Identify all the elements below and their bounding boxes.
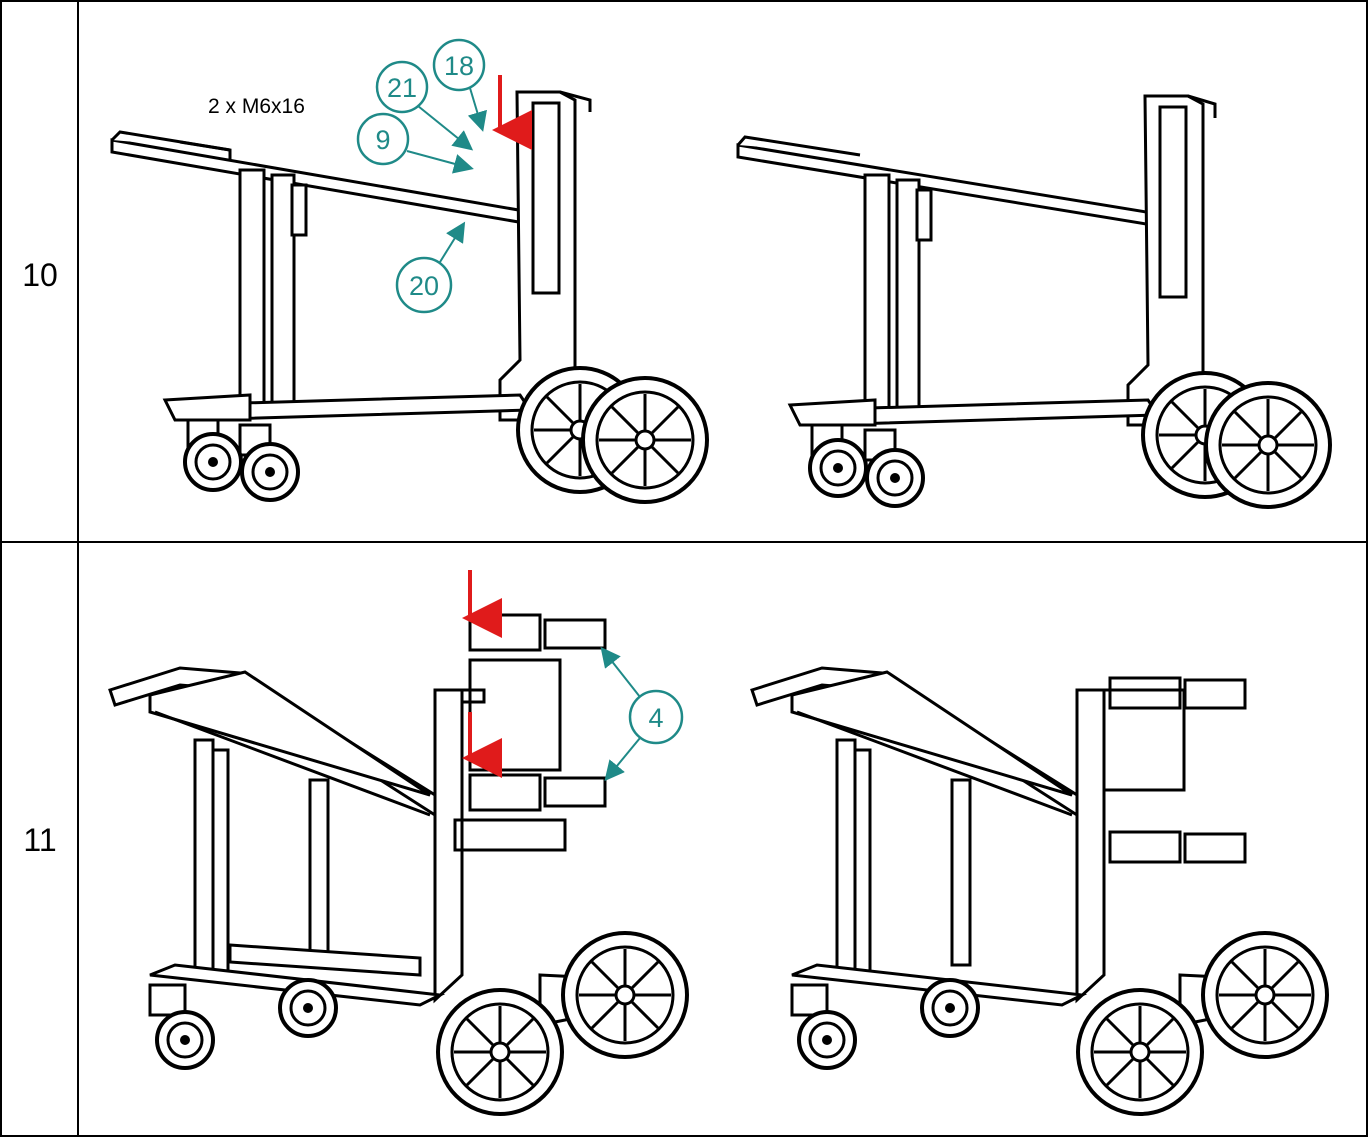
step11-left-rear-wheel-back (561, 931, 689, 1059)
step11-right-caster-2 (920, 978, 980, 1038)
svg-text:21: 21 (387, 73, 417, 103)
step10-left-caster-2 (240, 442, 300, 502)
step-number-10: 10 (22, 257, 58, 293)
step10-left-caster-1 (183, 432, 243, 492)
step10-left-rear-wheel-front (581, 376, 709, 504)
step10-right-rear-wheel-front (1204, 381, 1332, 509)
step11-left-rear-wheel-front (436, 988, 564, 1116)
step10-callout-9: 9 (356, 112, 474, 174)
step11-left-caster-2 (278, 978, 338, 1038)
step11-before-cart-drawing (108, 613, 642, 1027)
step10-callout-21: 21 (375, 60, 474, 151)
step-number-11: 11 (23, 822, 57, 858)
svg-text:20: 20 (409, 271, 439, 301)
svg-text:4: 4 (648, 703, 663, 733)
step10-callout-20: 20 (395, 221, 466, 314)
svg-text:18: 18 (444, 51, 474, 81)
step11-after-cart-drawing (750, 666, 1282, 1027)
step11-right-rear-wheel-back (1201, 931, 1329, 1059)
step10-right-caster-1 (808, 438, 868, 498)
step11-right-caster-1 (797, 1010, 857, 1070)
step10-right-caster-2 (865, 448, 925, 508)
svg-text:9: 9 (375, 125, 390, 155)
step11-right-rear-wheel-front (1076, 988, 1204, 1116)
step10-fastener-label: 2 x M6x16 (208, 95, 305, 118)
step11-left-caster-1 (155, 1010, 215, 1070)
step10-callout-18: 18 (432, 38, 487, 132)
step10-after-cart-drawing (736, 94, 1217, 462)
step10-before-cart-drawing (110, 90, 592, 457)
step11-callout-4: 4 (600, 646, 684, 782)
